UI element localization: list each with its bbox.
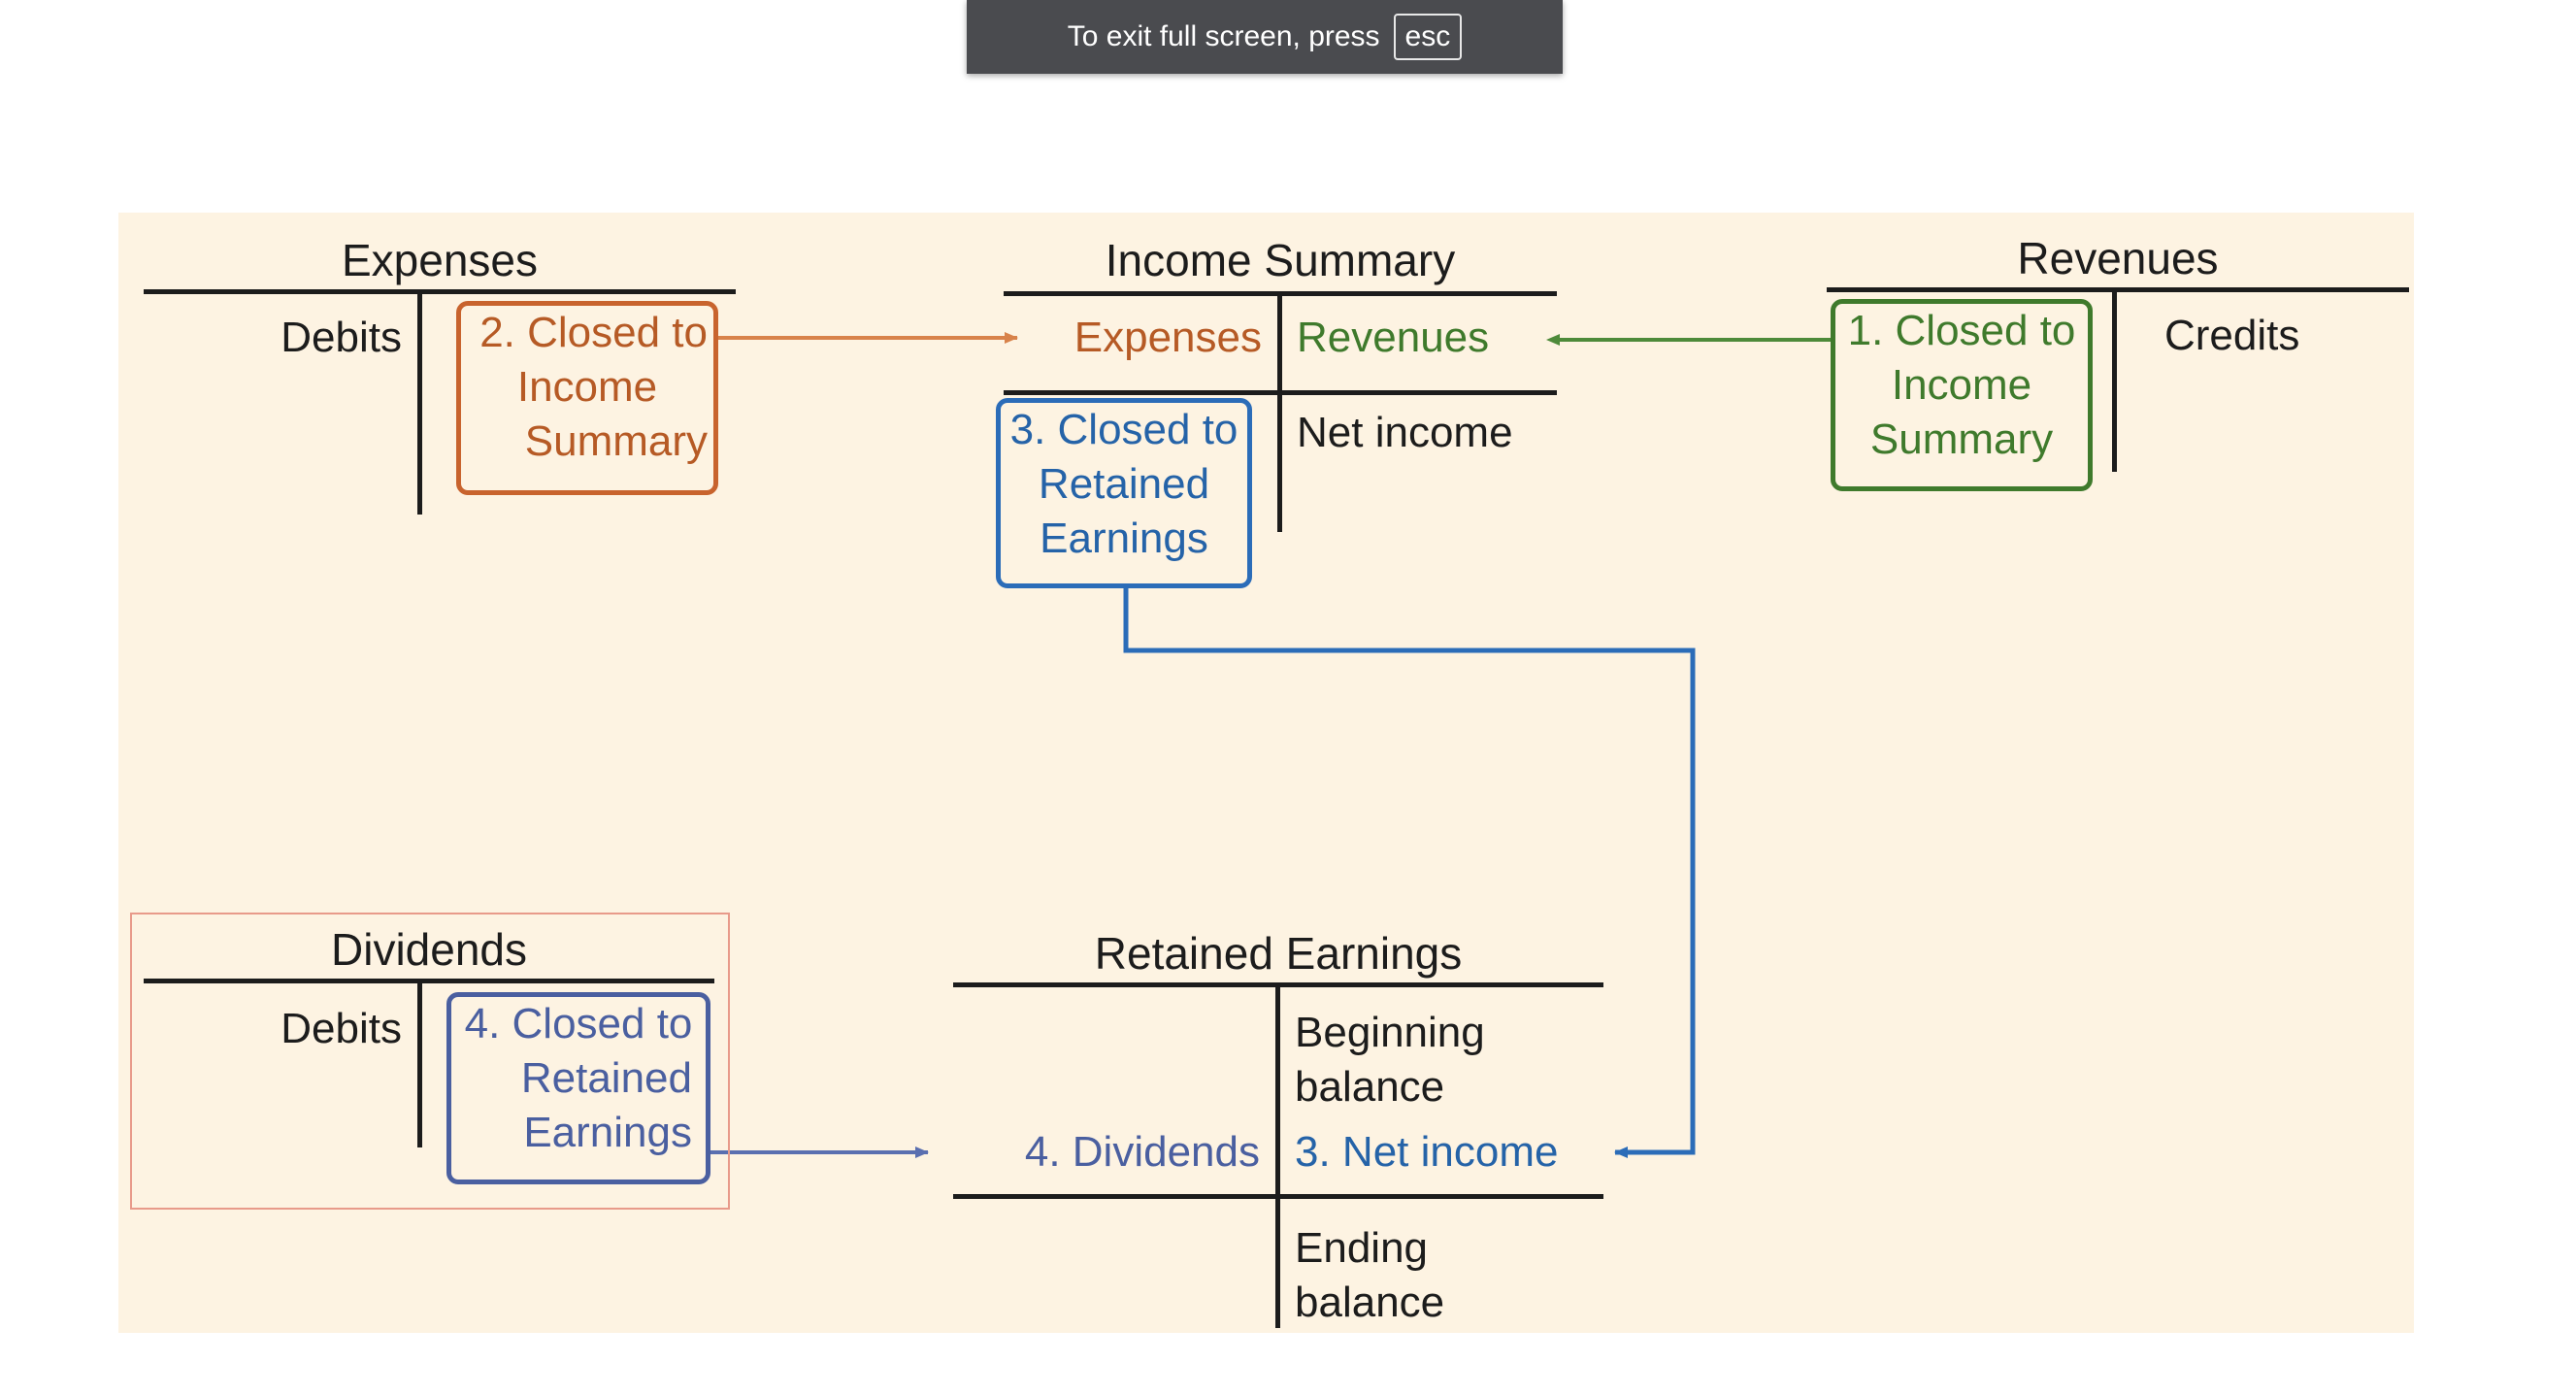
revenues-closing-step-line: Income <box>1891 361 2032 409</box>
income-summary-title: Income Summary <box>1105 235 1456 285</box>
fullscreen-exit-notice: To exit full screen, press esc <box>967 0 1563 74</box>
retained-earnings-rule <box>953 1194 1603 1199</box>
retained-earnings-title: Retained Earnings <box>1094 928 1463 979</box>
retained-earnings-beginning-balance: balance <box>1295 1063 1445 1111</box>
fullscreen-notice-text: To exit full screen, press <box>1067 20 1380 52</box>
expenses-debits-label: Debits <box>281 314 402 361</box>
expenses-closing-step-line: Summary <box>524 417 708 465</box>
dividends-t-divider <box>417 979 422 1147</box>
expenses-t-bar <box>144 289 736 294</box>
revenues-closing-step-line: Summary <box>1869 415 2054 463</box>
revenues-closing-step-box: 1. Closed to Income Summary <box>1831 299 2093 491</box>
income-summary-expenses-label: Expenses <box>1073 314 1262 361</box>
dividends-closing-step-box: 4. Closed to Retained Earnings <box>446 992 710 1184</box>
retained-earnings-net-income-entry: 3. Net income <box>1295 1128 1559 1176</box>
dividends-t-bar <box>144 979 714 983</box>
dividends-highlight-frame <box>130 913 730 1210</box>
expenses-closing-step-box: 2. Closed to Income Summary <box>456 301 718 495</box>
income-summary-revenues-label: Revenues <box>1297 314 1490 361</box>
income-summary-closing-step-line: 3. Closed to <box>1009 406 1238 453</box>
dividends-debits-label: Debits <box>281 1005 402 1052</box>
expenses-title: Expenses <box>341 235 538 285</box>
expenses-closing-step-line: Income <box>516 363 658 411</box>
revenues-credits-label: Credits <box>2164 312 2300 359</box>
revenues-closing-step-line: 1. Closed to <box>1847 307 2076 354</box>
dividends-closing-step-line: Earnings <box>523 1109 692 1156</box>
retained-earnings-beginning-balance: Beginning <box>1295 1009 1485 1056</box>
retained-earnings-dividends-entry: 4. Dividends <box>1024 1128 1260 1176</box>
income-summary-t-divider <box>1277 291 1282 532</box>
revenues-title: Revenues <box>2017 233 2219 283</box>
retained-earnings-ending-balance: balance <box>1295 1279 1445 1326</box>
dividends-title: Dividends <box>331 924 527 975</box>
esc-key-hint: esc <box>1393 14 1463 60</box>
expenses-closing-step-line: 2. Closed to <box>479 309 708 356</box>
dividends-closing-step-line: Retained <box>520 1054 692 1102</box>
income-summary-closing-step-line: Retained <box>1038 460 1210 508</box>
income-summary-rule <box>1004 390 1557 395</box>
income-summary-closing-step-line: Earnings <box>1040 515 1208 562</box>
revenues-t-divider <box>2112 287 2117 472</box>
income-summary-net-income-label: Net income <box>1297 409 1513 456</box>
retained-earnings-t-divider <box>1275 982 1280 1328</box>
dividends-closing-step-line: 4. Closed to <box>464 1000 693 1047</box>
income-summary-closing-step-box: 3. Closed to Retained Earnings <box>996 398 1252 588</box>
expenses-t-divider <box>417 289 422 515</box>
retained-earnings-ending-balance: Ending <box>1295 1224 1429 1272</box>
revenues-t-bar <box>1827 287 2409 292</box>
